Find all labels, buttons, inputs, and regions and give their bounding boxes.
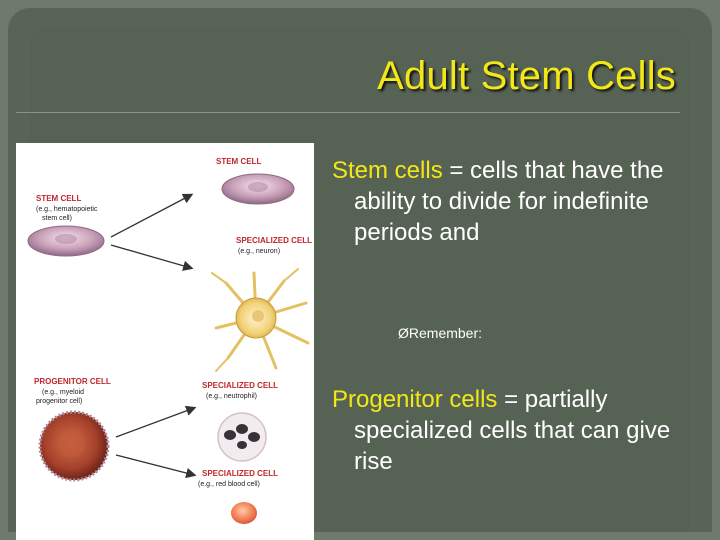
arrow-to-red-blood-cell <box>115 454 197 479</box>
label-stem-cell-right: STEM CELL <box>216 157 261 166</box>
label-specialized-1: SPECIALIZED CELL <box>236 236 312 245</box>
label-progenitor: PROGENITOR CELL <box>34 377 111 386</box>
bullet-stem-cells: Stem cells = cells that have the ability… <box>332 155 692 248</box>
progenitor-cell-nucleus <box>59 431 85 457</box>
label-stem-cell-left-sub2: stem cell) <box>42 215 72 222</box>
neutrophil-shape <box>217 412 267 462</box>
neutrophil-nucleus-lobes <box>224 424 260 449</box>
arrow-to-stem-cell <box>110 193 194 238</box>
stem-cell-diagram: STEM CELL STEM CELL (e.g., hematopoietic… <box>16 143 314 540</box>
arrow-to-neutrophil <box>115 405 197 438</box>
title-divider <box>16 112 680 113</box>
bullet-progenitor-cells-text: = partially specialized cells that can g… <box>354 386 671 475</box>
sub-bullet-text: Remember: <box>408 325 483 341</box>
bullet-stem-cells-term: Stem cells <box>332 157 443 184</box>
label-specialized-3-sub: (e.g., red blood cell) <box>198 481 260 488</box>
red-blood-cell-shape <box>231 502 257 524</box>
stem-cell-left-nucleus <box>55 234 77 244</box>
diagram-svg: STEM CELL STEM CELL (e.g., hematopoietic… <box>27 157 312 524</box>
label-specialized-2-sub: (e.g., neutrophil) <box>206 393 257 400</box>
label-stem-cell-left: STEM CELL <box>36 194 81 203</box>
bullet-progenitor-cells-term: Progenitor cells <box>332 386 498 413</box>
label-progenitor-sub1: (e.g., myeloid <box>42 389 84 396</box>
label-progenitor-sub2: progenitor cell) <box>36 398 82 405</box>
label-specialized-3: SPECIALIZED CELL <box>202 469 278 478</box>
bullet-progenitor-cells: Progenitor cells = partially specialized… <box>332 384 692 477</box>
label-specialized-1-sub: (e.g., neuron) <box>238 248 280 255</box>
label-specialized-2: SPECIALIZED CELL <box>202 381 278 390</box>
sub-bullet-remember: ØRemember: <box>398 325 482 341</box>
stem-cell-right-nucleus <box>248 182 268 192</box>
arrow-to-neuron <box>110 244 194 271</box>
sub-bullet-marker: Ø <box>398 325 409 341</box>
label-stem-cell-left-sub1: (e.g., hematopoietic <box>36 206 98 213</box>
neuron-nucleus <box>252 310 264 322</box>
slide-title: Adult Stem Cells <box>377 54 676 98</box>
bullet-stem-cells-text: = cells that have the ability to divide … <box>354 157 664 246</box>
